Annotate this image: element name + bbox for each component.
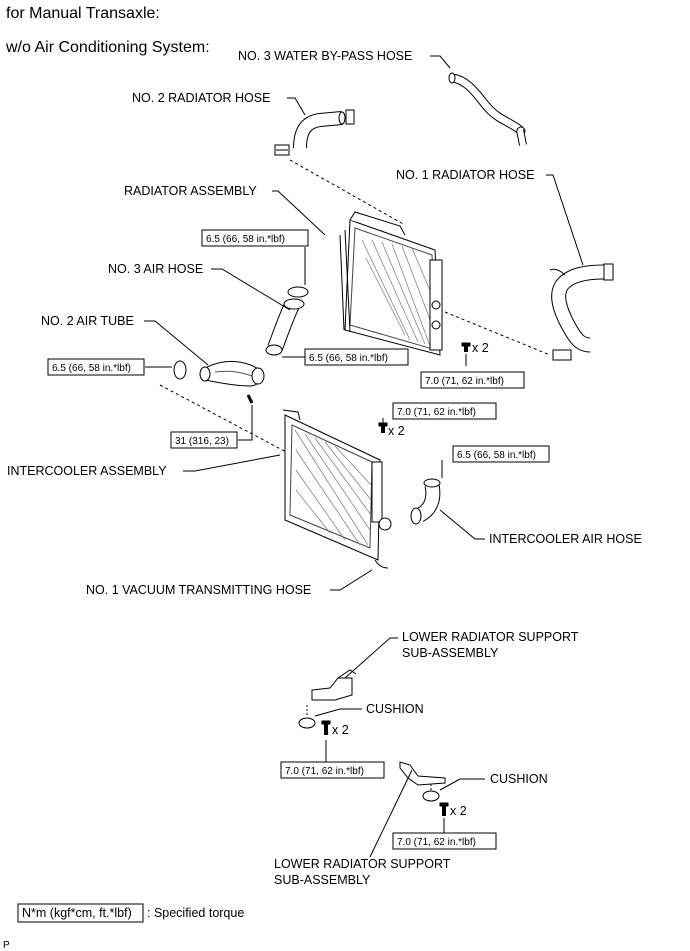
- torque-radiator-bolt: 7.0 (71, 62 in.*lbf): [425, 376, 504, 387]
- no3-air-hose-part: [265, 286, 309, 356]
- torque-no3-air-hose-bottom: 6.5 (66, 58 in.*lbf): [309, 353, 388, 364]
- label-lower-support-upper-2: SUB-ASSEMBLY: [402, 646, 499, 660]
- label-radiator-assembly: RADIATOR ASSEMBLY: [124, 184, 257, 198]
- torque-air-tube-bolt: 31 (316, 23): [175, 436, 229, 447]
- label-cushion-lower: CUSHION: [490, 772, 548, 786]
- no1-radiator-hose-part: [549, 263, 614, 361]
- torque-intercooler-bolt: 7.0 (71, 62 in.*lbf): [397, 407, 476, 418]
- torque-intercooler-air-hose: 6.5 (66, 58 in.*lbf): [457, 450, 536, 461]
- header-line2: w/o Air Conditioning System:: [5, 39, 210, 56]
- label-no2-air-tube: NO. 2 AIR TUBE: [41, 314, 134, 328]
- label-intercooler-air-hose: INTERCOOLER AIR HOSE: [489, 532, 642, 546]
- footer-code: P: [3, 940, 10, 951]
- multiplier-upper-support: x 2: [332, 723, 349, 737]
- label-intercooler-assembly: INTERCOOLER ASSEMBLY: [7, 464, 167, 478]
- no3-water-bypass-hose-part: [448, 72, 527, 146]
- lower-support-upper-part: [298, 669, 357, 735]
- multiplier-lower-support: x 2: [450, 804, 467, 818]
- label-lower-support-lower-2: SUB-ASSEMBLY: [274, 873, 371, 887]
- label-cushion-upper: CUSHION: [366, 702, 424, 716]
- legend-torque-box: N*m (kgf*cm, ft.*lbf): [22, 906, 132, 920]
- bolt-radiator: [461, 342, 471, 352]
- header-line1: for Manual Transaxle:: [6, 5, 160, 22]
- torque-lower-support-upper: 7.0 (71, 62 in.*lbf): [285, 766, 364, 777]
- torque-lower-support-lower: 7.0 (71, 62 in.*lbf): [397, 837, 476, 848]
- label-no3-water-bypass-hose: NO. 3 WATER BY-PASS HOSE: [238, 49, 412, 63]
- lower-support-lower-part: [399, 761, 449, 816]
- intercooler-air-hose-part: [410, 478, 441, 525]
- torque-no3-air-hose-top: 6.5 (66, 58 in.*lbf): [206, 234, 285, 245]
- bolt-intercooler: [378, 422, 388, 433]
- legend-text: : Specified torque: [147, 906, 244, 920]
- label-no1-vacuum-transmitting-hose: NO. 1 VACUUM TRANSMITTING HOSE: [86, 583, 311, 597]
- multiplier-intercooler-bolt: x 2: [388, 424, 405, 438]
- torque-boxes: [17, 229, 550, 923]
- label-no2-radiator-hose: NO. 2 RADIATOR HOSE: [132, 91, 270, 105]
- label-no1-radiator-hose: NO. 1 RADIATOR HOSE: [396, 168, 534, 182]
- vacuum-hose-part: [374, 559, 389, 569]
- multiplier-radiator-bolt: x 2: [472, 341, 489, 355]
- no2-air-tube-part: [173, 360, 265, 404]
- label-no3-air-hose: NO. 3 AIR HOSE: [108, 262, 203, 276]
- label-lower-support-lower-1: LOWER RADIATOR SUPPORT: [274, 857, 451, 871]
- torque-no2-air-tube: 6.5 (66, 58 in.*lbf): [52, 363, 131, 374]
- no2-radiator-hose-dash: [289, 159, 406, 226]
- leader-lines: [144, 55, 584, 858]
- no2-radiator-hose-part: [274, 109, 355, 156]
- radiator-assembly-part: [339, 211, 443, 356]
- label-lower-support-upper-1: LOWER RADIATOR SUPPORT: [402, 630, 579, 644]
- radiator-dash-right: [444, 311, 551, 356]
- intercooler-assembly-part: [282, 409, 392, 561]
